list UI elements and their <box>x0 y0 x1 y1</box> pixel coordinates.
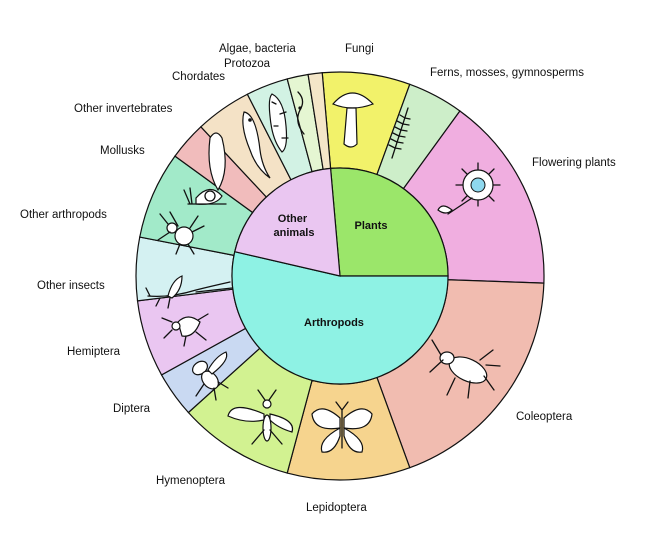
fern-icon <box>388 107 411 159</box>
label-coleoptera: Coleoptera <box>516 411 573 423</box>
label-diptera: Diptera <box>113 403 151 415</box>
inner-wedge-plants <box>329 167 449 277</box>
wasp-icon <box>227 389 294 445</box>
label-plants: Plants <box>354 220 387 232</box>
snail-icon <box>183 187 227 205</box>
fish-icon <box>242 111 271 179</box>
bug-icon <box>161 313 209 347</box>
label-hemiptera: Hemiptera <box>67 346 121 358</box>
mushroom-icon <box>332 92 375 148</box>
mayfly-icon <box>145 275 233 309</box>
label-other-arthropods: Other arthropods <box>20 209 107 221</box>
label-algae-bacteria: Algae, bacteria <box>219 43 296 55</box>
label-arthropods: Arthropods <box>304 317 364 329</box>
butterfly-icon <box>311 401 373 453</box>
label-flowering-plants: Flowering plants <box>532 157 616 169</box>
label-other-animals: Other animals <box>274 213 315 239</box>
flatworm-icon <box>208 132 226 192</box>
label-mollusks: Mollusks <box>100 145 145 157</box>
inner-wedge-other-animals <box>234 167 341 277</box>
paramecium-icon <box>268 93 289 153</box>
inner-wedge-arthropods <box>231 250 449 385</box>
fly-icon <box>191 351 229 401</box>
beetle-icon <box>429 339 501 399</box>
inner-ring <box>231 167 449 385</box>
spider-icon <box>157 211 205 255</box>
algae-icon <box>297 91 305 135</box>
label-hymenoptera: Hymenoptera <box>156 475 226 487</box>
label-protozoa: Protozoa <box>224 58 271 70</box>
label-other-invertebrates: Other invertebrates <box>74 103 173 115</box>
flower-icon <box>437 162 501 215</box>
label-lepidoptera: Lepidoptera <box>306 502 367 514</box>
label-ferns-mosses-gymnosperms: Ferns, mosses, gymnosperms <box>430 67 584 79</box>
label-fungi: Fungi <box>345 43 374 55</box>
label-chordates: Chordates <box>172 71 225 83</box>
label-other-insects: Other insects <box>37 280 105 292</box>
